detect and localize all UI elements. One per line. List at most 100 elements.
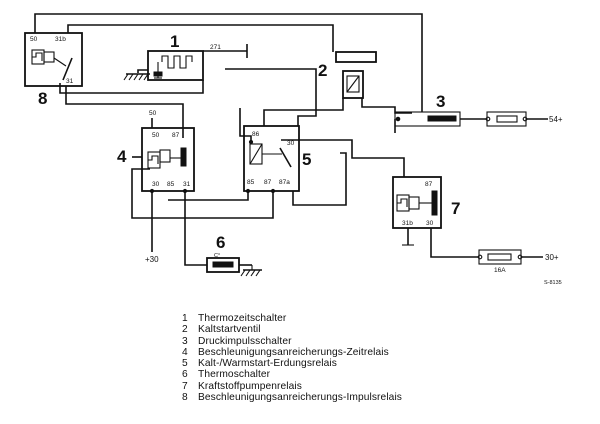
wire-4-to-5-bottom: [168, 191, 249, 201]
junction-dot-1: [149, 188, 155, 194]
component-3-number: 3: [436, 92, 445, 111]
pin-5-30: 30: [287, 140, 295, 147]
legend-text: Thermozeitschalter: [198, 313, 287, 324]
component-4-coil-symbol: [148, 155, 159, 164]
component-2-cap: [335, 51, 377, 63]
supply-30-right: 30+: [545, 253, 559, 262]
fuse-top: [486, 111, 527, 127]
component-4-box: [141, 127, 195, 192]
component-4-number: 4: [117, 147, 127, 166]
wire-7-to-fuse: [430, 228, 479, 258]
component-1-element: [161, 55, 193, 69]
wire-8-to-4: [65, 86, 184, 138]
fuse-rating: 16A: [494, 267, 506, 274]
component-2-coil-diag: [346, 75, 360, 93]
component-8-coil-symbol: [32, 52, 43, 61]
legend-text: Thermoschalter: [198, 369, 271, 381]
wire-8-to-2: [67, 24, 334, 52]
fuse-bottom-element: [487, 253, 512, 261]
wire-4-to-5: [239, 108, 252, 142]
component-8-box: [24, 32, 83, 87]
pin-7-30: 30: [426, 220, 434, 227]
ground-symbol-1: [123, 73, 150, 81]
legend-number: 8: [182, 392, 188, 404]
legend-number: 5: [182, 358, 188, 370]
wire-5-to-7-bottom: [292, 152, 347, 206]
component-7-coil-symbol: [397, 198, 408, 207]
legend-text: Beschleunigungsanreicherungs-Impulsrelai…: [198, 392, 402, 404]
component-7-block: [408, 196, 420, 210]
legend-item: 2 Kaltstartventil: [182, 324, 542, 335]
component-6-element: [212, 261, 234, 268]
junction-dot-2: [182, 188, 188, 194]
component-1-box: [147, 50, 204, 81]
wire-4-left-loop: [131, 168, 274, 219]
pin-7-31b: 31b: [402, 220, 413, 227]
fuse-top-left-terminal: [485, 116, 491, 122]
wire-2-to-5: [263, 98, 344, 126]
pin-4-85: 85: [167, 181, 175, 188]
component-5-switch: [279, 147, 292, 168]
component-5-number: 5: [302, 150, 311, 169]
wire-2-to-3: [361, 98, 412, 114]
legend-item: 7 Kraftstoffpumpenrelais: [182, 381, 542, 392]
component-8-switch: [62, 57, 73, 81]
wire-1-to-5: [225, 68, 317, 126]
junction-dot-5: [245, 188, 251, 194]
pin-4-87: 87: [172, 132, 180, 139]
junction-dot-3: [248, 139, 254, 145]
legend-text: Kalt-/Warmstart-Erdungsrelais: [198, 358, 337, 370]
component-7-contact: [431, 190, 438, 216]
legend-item: 8 Beschleunigungsanreicherungs-Impulsrela…: [182, 392, 542, 403]
fuse-bottom-right-terminal: [517, 254, 523, 260]
figure-code: S-8135: [544, 280, 562, 286]
component-1-number: 1: [170, 32, 179, 51]
fuse-top-element: [496, 115, 518, 123]
pin-4-50: 50: [152, 132, 160, 139]
pin-5-86: 86: [252, 131, 260, 138]
pin-1-271: 271: [210, 44, 221, 51]
component-7-number: 7: [451, 199, 460, 218]
pin-4-top-50: 50: [149, 110, 157, 117]
component-6-number: 6: [216, 233, 225, 252]
pin-4-31: 31: [183, 181, 191, 188]
component-8-number: 8: [38, 89, 47, 108]
pin-7-87: 87: [425, 181, 433, 188]
component-3-terminal: [395, 116, 401, 122]
supply-30-bottom: +30: [145, 255, 159, 264]
wire-5-to-7: [281, 139, 405, 177]
pin-5-87: 87: [264, 179, 272, 186]
pin-4-30: 30: [152, 181, 160, 188]
fuse-bottom-left-terminal: [477, 254, 483, 260]
legend-number: 1: [182, 313, 188, 324]
component-8-link: [53, 57, 67, 67]
fuse-bottom: [478, 249, 522, 265]
legend-text: Kraftstoffpumpenrelais: [198, 380, 302, 392]
component-7-box: [392, 176, 442, 229]
legend-number: 6: [182, 369, 188, 381]
component-2-coil: [346, 75, 360, 93]
wire-1-left-ground: [137, 69, 148, 73]
pin-5-85: 85: [247, 179, 255, 186]
legend-text: Kaltstartventil: [198, 324, 261, 336]
legend-number: 4: [182, 346, 188, 358]
legend-number: 2: [182, 324, 188, 336]
component-4-contact: [180, 147, 187, 167]
pin-8-31: 31: [66, 78, 74, 85]
legend-item: 5 Kalt-/Warmstart-Erdungsrelais: [182, 358, 542, 369]
ground-symbol-6: [240, 265, 262, 277]
component-4-block: [159, 149, 171, 163]
wire-4-to-6: [184, 191, 207, 266]
legend-number: 7: [182, 380, 188, 392]
legend-number: 3: [182, 335, 188, 347]
component-2-box: [342, 70, 364, 99]
pin-6-c: C°: [214, 253, 220, 259]
legend-item: 1 Thermozeitschalter: [182, 313, 542, 324]
wire-8-to-1: [59, 80, 204, 94]
component-1-ground-block: [153, 71, 163, 77]
